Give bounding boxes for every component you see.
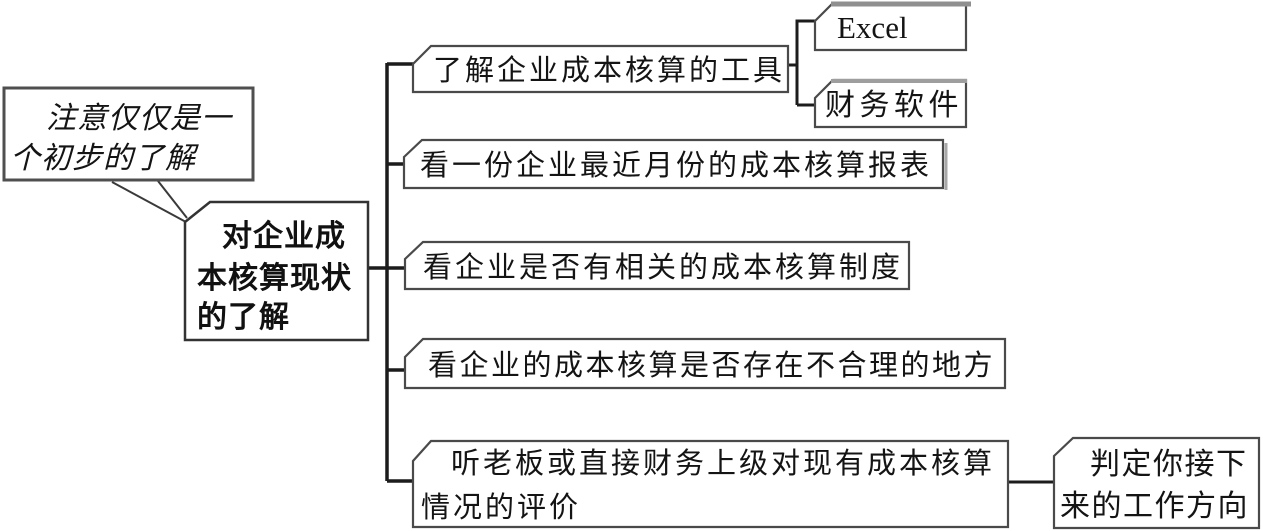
root-line-2: 本核算现状	[197, 261, 352, 295]
tool-excel-label: Excel	[837, 10, 908, 45]
branch-issues-label: 看企业的成本核算是否存在不合理的地方	[428, 349, 995, 382]
branch-tools-label: 了解企业成本核算的工具	[433, 54, 785, 87]
branch-report-box	[402, 138, 945, 190]
outcome-line-1: 判定你接下	[1090, 448, 1248, 481]
note-line-2: 个初步的了解	[10, 142, 199, 175]
note-pointer-line-right	[157, 180, 188, 219]
outcome-box	[1052, 436, 1261, 530]
note-line-1: 注意仅仅是一	[46, 102, 234, 135]
note-callout-pointer	[111, 180, 188, 223]
tool-excel-box	[813, 1, 968, 52]
tool-software-label: 财务软件	[825, 89, 963, 122]
root-node-box	[183, 200, 370, 342]
branch-issues-box	[403, 337, 1007, 390]
root-line-3: 的了解	[197, 301, 290, 334]
note-callout-box	[2, 86, 255, 182]
branch-system-box	[403, 240, 911, 291]
branch-tools-box	[411, 44, 790, 94]
note-pointer-line-left	[111, 181, 187, 223]
branch-evaluation-box	[411, 439, 1010, 529]
branch-evaluation-line-1: 听老板或直接财务上级对现有成本核算	[451, 447, 995, 480]
outcome-line-2: 来的工作方向	[1060, 490, 1249, 523]
tool-software-box	[813, 78, 968, 129]
tools-bracket	[788, 19, 815, 107]
branch-report-label: 看一份企业最近月份的成本核算报表	[420, 149, 932, 182]
connector-lines	[368, 19, 1056, 484]
branch-evaluation-line-2: 情况的评价	[421, 491, 581, 524]
root-line-1: 对企业成	[222, 219, 346, 253]
branch-system-label: 看企业是否有相关的成本核算制度	[423, 251, 903, 284]
